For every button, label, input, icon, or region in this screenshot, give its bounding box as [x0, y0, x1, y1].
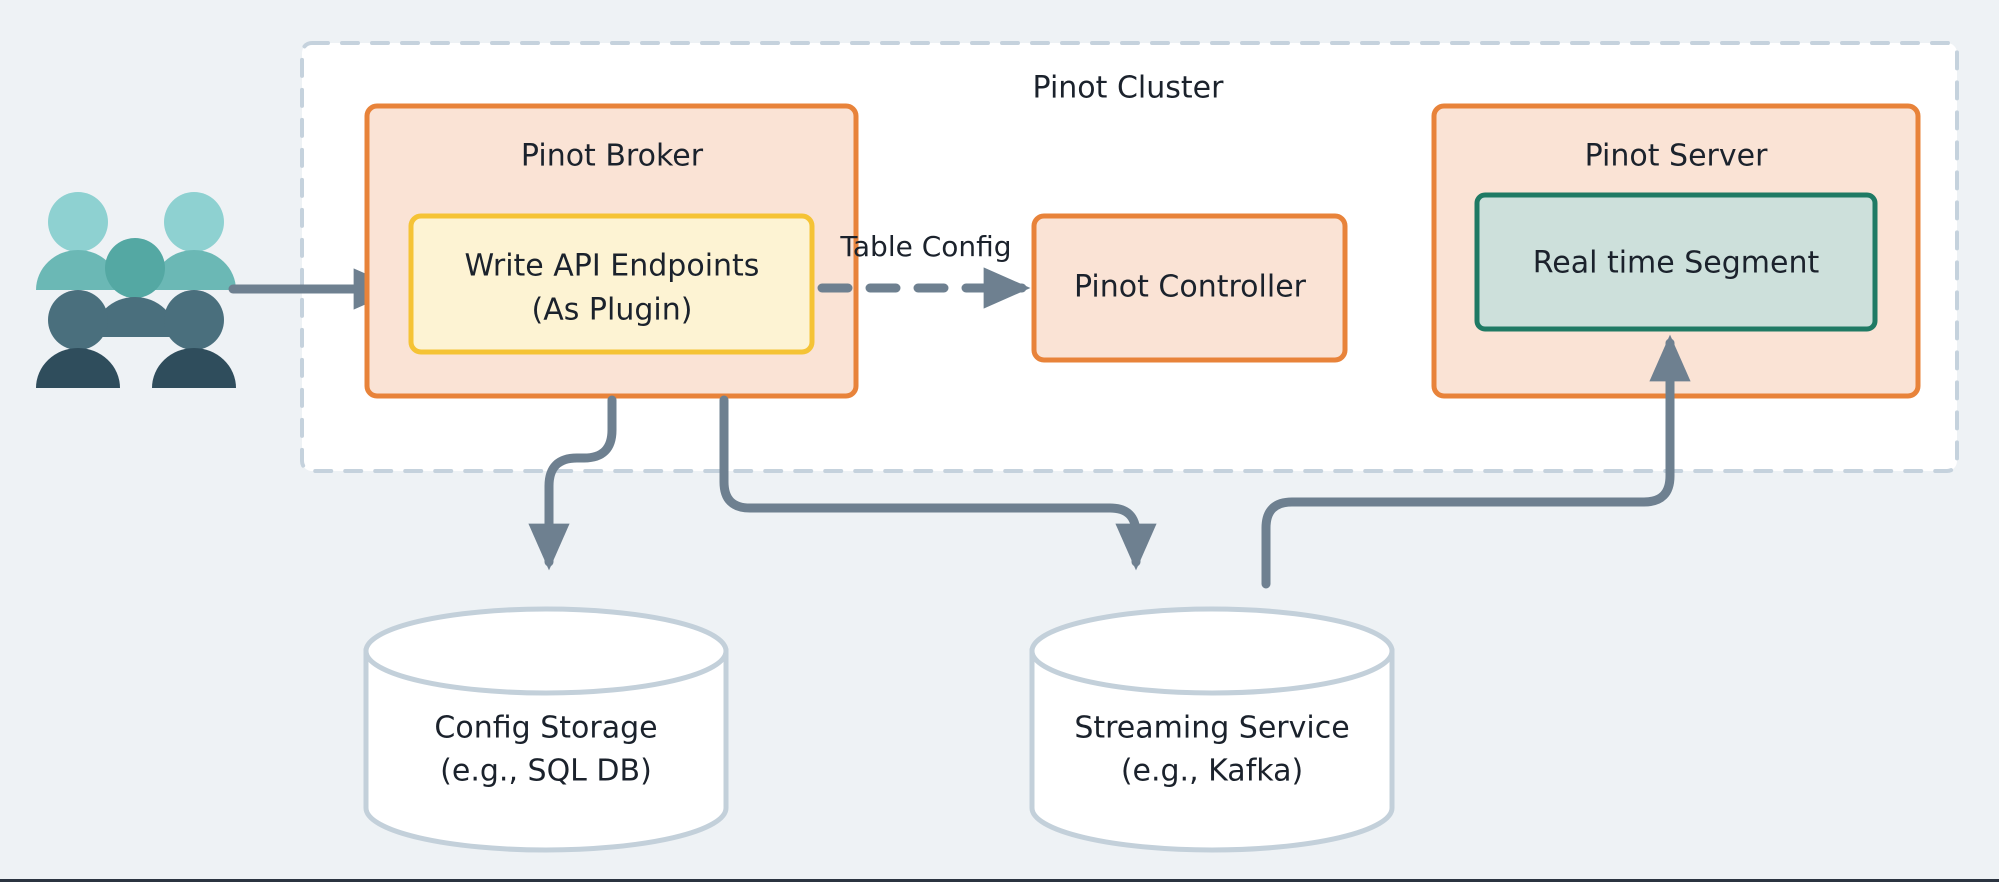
node-pinot-broker[interactable]: Pinot Broker Write API Endpoints (As Plu…: [364, 103, 859, 399]
node-streaming-service[interactable]: Streaming Service (e.g., Kafka): [1029, 606, 1395, 853]
streaming-service-top: [1029, 606, 1395, 696]
pinot-controller-box[interactable]: [1031, 213, 1348, 363]
real-time-segment-label: Real time Segment: [1533, 246, 1820, 281]
streaming-service-body[interactable]: [1029, 648, 1395, 853]
node-pinot-controller[interactable]: Pinot Controller: [1031, 213, 1348, 363]
pinot-controller-label: Pinot Controller: [1074, 270, 1307, 305]
table-config-edge-label: Table Config: [839, 230, 1011, 263]
real-time-segment-box[interactable]: [1474, 192, 1878, 332]
streaming-service-label-line1: Streaming Service: [1074, 711, 1349, 746]
config-storage-label-line1: Config Storage: [434, 711, 657, 746]
config-storage-body[interactable]: [363, 648, 729, 853]
write-api-endpoints-box[interactable]: [408, 213, 815, 355]
users-icon: [36, 192, 236, 388]
pinot-cluster-label: Pinot Cluster: [1033, 71, 1225, 106]
edge-streaming-service-to-pinot-server: [1261, 334, 1691, 589]
streaming-service-label-line2: (e.g., Kafka): [1121, 754, 1303, 789]
node-config-storage[interactable]: Config Storage (e.g., SQL DB): [363, 606, 729, 853]
edge-broker-to-streaming-service: [719, 395, 1157, 571]
pinot-server-label: Pinot Server: [1585, 139, 1768, 174]
config-storage-top: [363, 606, 729, 696]
write-api-endpoints-label-line2: (As Plugin): [532, 293, 693, 328]
config-storage-label-line2: (e.g., SQL DB): [440, 754, 652, 789]
edge-broker-to-controller: Table Config: [817, 230, 1031, 309]
node-pinot-server[interactable]: Pinot Server Real time Segment: [1431, 103, 1921, 399]
bottom-divider: [0, 879, 1999, 882]
pinot-broker-label: Pinot Broker: [521, 139, 704, 174]
write-api-endpoints-label-line1: Write API Endpoints: [465, 249, 760, 284]
edge-broker-to-config-storage: [528, 395, 617, 571]
